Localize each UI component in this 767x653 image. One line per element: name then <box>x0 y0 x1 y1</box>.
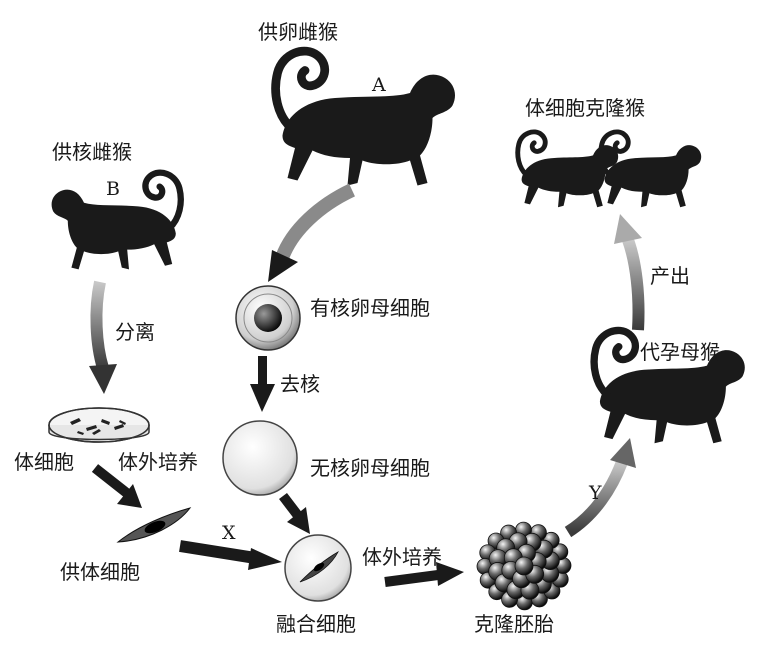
enucleated-oocyte-label: 无核卵母细胞 <box>310 456 430 480</box>
arrow-enucleated-to-fused <box>283 496 310 534</box>
donor-cell <box>118 508 190 542</box>
step-separate-label: 分离 <box>115 320 155 344</box>
surrogate-label: 代孕母猴 <box>640 340 720 364</box>
arrow-y <box>568 438 636 532</box>
step-x-label: X <box>222 522 236 544</box>
donor-cell-label: 供体细胞 <box>60 560 140 584</box>
nucleated-oocyte-label: 有核卵母细胞 <box>310 296 430 320</box>
egg-donor-tag: A <box>372 74 386 96</box>
cloned-embryo-label: 克隆胚胎 <box>474 612 554 636</box>
culture-1-label: 体外培养 <box>118 450 198 474</box>
step-y-label: Y <box>589 482 602 504</box>
enucleated-oocyte <box>223 421 297 495</box>
clone-monkey-2 <box>601 132 701 207</box>
arrow-egg-to-oocyte <box>268 190 352 282</box>
clones-label: 体细胞克隆猴 <box>525 96 645 120</box>
arrow-enucleate <box>250 356 275 412</box>
step-produce-label: 产出 <box>650 264 690 288</box>
fused-cell-label: 融合细胞 <box>276 612 356 636</box>
arrow-separate <box>89 282 117 394</box>
arrow-produce <box>614 214 642 330</box>
nucleus-donor-label: 供核雌猴 <box>52 140 132 164</box>
embryo-cell <box>515 557 533 575</box>
egg-donor-label: 供卵雌猴 <box>258 20 338 44</box>
egg-donor-monkey <box>276 51 455 185</box>
fused-cell <box>285 535 351 601</box>
cloned-embryo <box>477 522 571 610</box>
arrow-x <box>180 546 282 570</box>
somatic-cell-label: 体细胞 <box>14 450 74 474</box>
nucleated-oocyte <box>236 286 300 350</box>
culture-2-label: 体外培养 <box>362 545 442 569</box>
culture-dish <box>49 408 149 442</box>
arrow-somatic-to-donor <box>95 468 142 508</box>
nucleus-donor-tag: B <box>106 178 120 200</box>
step-enucleate-label: 去核 <box>280 372 320 396</box>
